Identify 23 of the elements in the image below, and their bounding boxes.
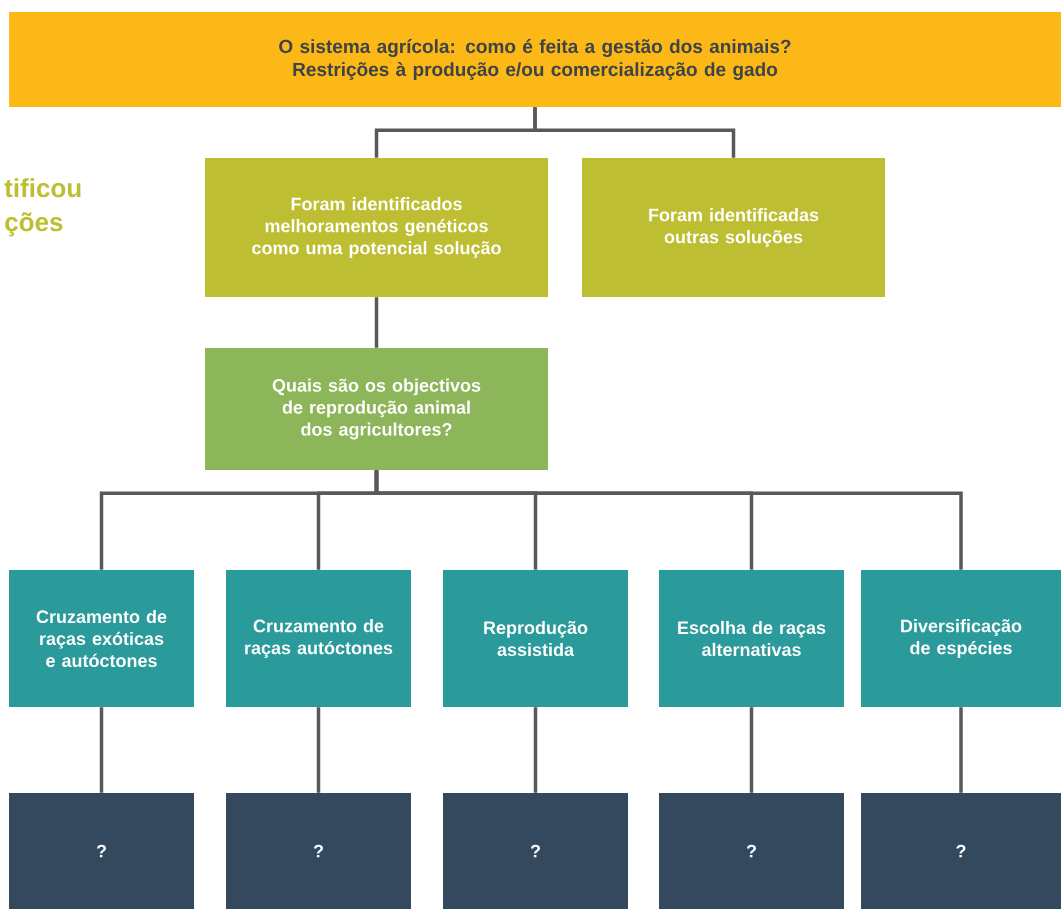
connector-line bbox=[749, 707, 754, 793]
option-box: Cruzamento de raças autóctones bbox=[226, 570, 411, 707]
unknown-box: ? bbox=[9, 793, 194, 909]
option-box: Reprodução assistida bbox=[443, 570, 628, 707]
solution-box: Foram identificadas outras soluções bbox=[582, 158, 885, 297]
unknown-box: ? bbox=[226, 793, 411, 909]
side-text: tificou ções bbox=[4, 178, 81, 237]
option-box: Diversificação de espécies bbox=[861, 570, 1061, 707]
title-box: O sistema agrícola: como é feita a gestão dos animais? Restrições à produção e/ou comercialização de gado bbox=[9, 12, 1061, 107]
connector-line bbox=[316, 707, 321, 793]
connector-line bbox=[533, 107, 736, 158]
unknown-box: ? bbox=[861, 793, 1061, 909]
question-box: Quais são os objectivos de reprodução animal dos agricultores? bbox=[205, 348, 548, 470]
option-box: Escolha de raças alternativas bbox=[659, 570, 844, 707]
connector-line bbox=[533, 707, 538, 793]
unknown-box: ? bbox=[443, 793, 628, 909]
connector-line bbox=[99, 707, 104, 793]
connector-line bbox=[959, 707, 963, 793]
solution-box: Foram identificados melhoramentos genéticos como uma potencial solução bbox=[205, 158, 548, 297]
option-box: Cruzamento de raças exóticas e autóctones bbox=[9, 570, 194, 707]
connector-line bbox=[374, 297, 379, 348]
unknown-box: ? bbox=[659, 793, 844, 909]
connector-line bbox=[374, 470, 963, 570]
